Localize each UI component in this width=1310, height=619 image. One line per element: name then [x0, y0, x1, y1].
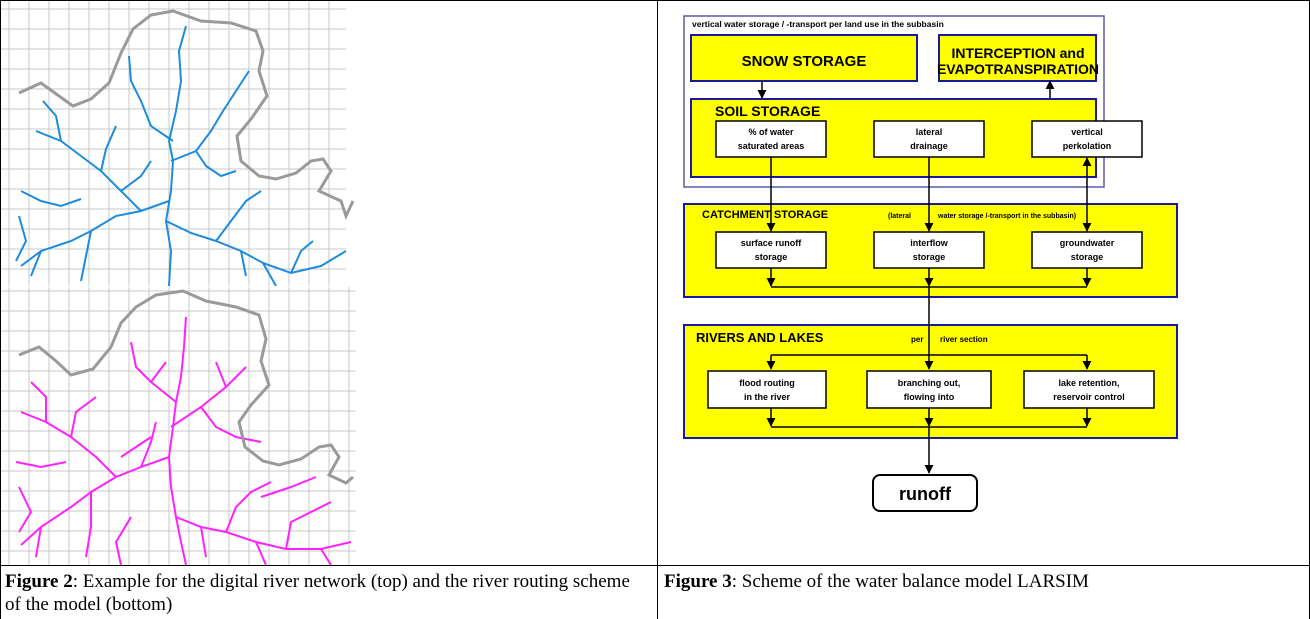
catchment-box-surface-line1: surface runoff — [741, 238, 803, 248]
land-use-title: vertical water storage / -transport per … — [692, 19, 944, 29]
interception-label-line1: INTERCEPTION and — [951, 45, 1084, 61]
catchment-box-interflow-line1: interflow — [910, 238, 948, 248]
interception-label-line2: EVAPOTRANSPIRATION — [937, 61, 1099, 77]
runoff-label: runoff — [899, 484, 952, 504]
river-lines — [15, 25, 347, 286]
catchment-subtitle-b: water storage /-transport in the subbasi… — [937, 213, 1076, 220]
subbasin-boundary — [18, 289, 354, 485]
figure3-caption-label: Figure 3 — [664, 571, 732, 592]
river-box-branching-line2: flowing into — [904, 392, 955, 402]
rivers-title: RIVERS AND LAKES — [696, 330, 824, 345]
runoff-box — [872, 474, 978, 512]
catchment-box-groundwater-line2: storage — [1071, 252, 1104, 262]
figure2-caption: Figure 2: Example for the digital river … — [5, 570, 650, 616]
larsim-scheme: vertical water storage / -transport per … — [683, 15, 1178, 512]
soil-box-vertical-line1: vertical — [1071, 127, 1103, 137]
rivers-subtitle-b: river section — [940, 335, 988, 344]
river-box-flood-line2: in the river — [744, 392, 791, 402]
soil-box-lateral-line1: lateral — [916, 127, 943, 137]
subbasin-boundary — [18, 9, 355, 221]
soil-box-saturated-line2: saturated areas — [738, 141, 805, 151]
soil-box-vertical — [1031, 120, 1143, 158]
catchment-box-groundwater-line1: groundwater — [1060, 238, 1115, 248]
soil-box-saturated — [715, 120, 827, 158]
soil-box-lateral-line2: drainage — [910, 141, 948, 151]
soil-box-vertical-line2: perkolation — [1063, 141, 1112, 151]
figure3-caption: Figure 3: Scheme of the water balance mo… — [664, 570, 1304, 593]
river-routing-map — [1, 287, 356, 565]
catchment-box-interflow-line2: storage — [913, 252, 946, 262]
soil-box-lateral — [873, 120, 985, 158]
soil-storage-label: SOIL STORAGE — [715, 103, 820, 119]
river-box-branching-line1: branching out, — [898, 378, 961, 388]
river-box-lake — [1023, 370, 1155, 409]
rivers-subtitle-a: per — [911, 335, 923, 344]
river-box-flood — [707, 370, 827, 409]
river-box-lake-line2: reservoir control — [1053, 392, 1125, 402]
catchment-subtitle-a: (lateral — [888, 213, 911, 220]
river-box-branching — [866, 370, 992, 409]
river-box-lake-line1: lake retention, — [1058, 378, 1119, 388]
catchment-box-surface-line2: storage — [755, 252, 788, 262]
river-network-map — [1, 1, 355, 286]
map-grid — [1, 1, 346, 286]
soil-box-saturated-line1: % of water — [748, 127, 794, 137]
interception-box — [938, 34, 1097, 82]
catchment-box-surface — [715, 231, 827, 269]
figure2-caption-text: : Example for the digital river network … — [5, 571, 630, 615]
catchment-box-interflow — [873, 231, 985, 269]
catchment-title: CATCHMENT STORAGE — [702, 209, 828, 221]
snow-storage-label: SNOW STORAGE — [742, 53, 867, 70]
figure3-caption-text: : Scheme of the water balance model LARS… — [731, 571, 1089, 592]
river-box-flood-line1: flood routing — [739, 378, 794, 388]
snow-storage-box — [690, 34, 918, 82]
figure2-caption-label: Figure 2 — [5, 571, 73, 592]
routing-lines — [15, 316, 352, 565]
